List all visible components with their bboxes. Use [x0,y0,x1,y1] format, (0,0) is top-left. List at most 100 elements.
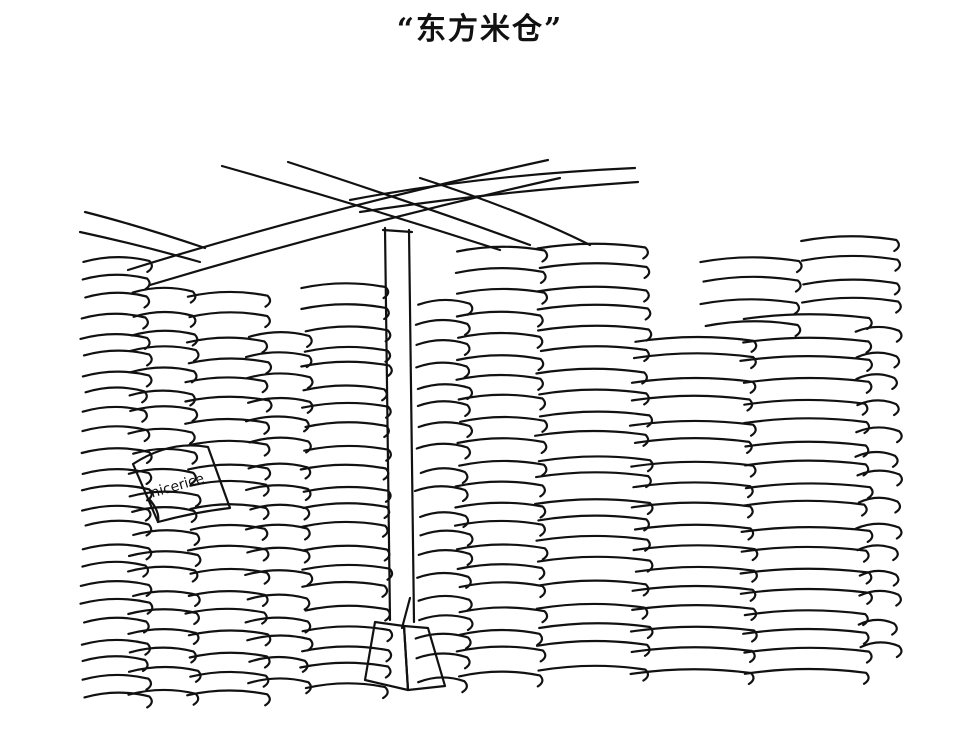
bag-outline-stroke [743,667,870,685]
bag-outline-stroke [802,278,901,296]
bag-outline-stroke [246,593,311,611]
bag-outline-stroke [81,673,153,691]
bag-outline-stroke [302,384,388,402]
bag-outline-stroke [538,388,650,406]
bag-outline-stroke [186,290,272,308]
bag-outline-stroke [129,366,198,384]
bag-outline-stroke [742,336,873,354]
bag-outline-stroke [188,311,271,329]
bag-outline-stroke [417,549,474,566]
bag-outline-stroke [304,325,392,343]
bag-outline-stroke [742,417,871,435]
bag-outline-stroke [246,634,314,652]
bag-outline-stroke [127,608,200,626]
bag-outline-stroke [534,498,654,516]
bag-outline-stroke [249,503,311,521]
bag-outline-stroke [189,479,270,497]
roof-beams [78,158,640,287]
bag-outline-stroke [300,360,393,378]
bag-outline-stroke [301,645,393,663]
bag-outline-stroke [184,395,273,413]
bag-outline-stroke [84,291,151,309]
bag-outline-stroke [859,641,903,659]
bag-outline-stroke [129,405,199,423]
bag-outline-stroke [536,303,652,321]
bag-outline-stroke [187,590,269,607]
bag-outline-stroke [704,320,802,338]
bag-outline-stroke [245,415,310,433]
bag-outline-stroke [702,275,802,293]
bag-outline-stroke [247,462,312,480]
bag-outline-stroke [629,625,758,643]
bag-outline-stroke [536,242,649,260]
bag-outline-stroke [302,544,391,562]
bag-outline-stroke [248,655,309,673]
bag-outline-stroke [300,282,390,300]
bag-outline-stroke [632,352,757,370]
bag-outline-stroke [634,565,758,583]
bag-outline-stroke [128,345,200,363]
bag-outline-stroke [630,376,757,394]
bag-outline-stroke [538,579,650,597]
bag-outline-stroke [458,581,547,599]
bag-outline-stroke [457,393,547,411]
bag-outline-stroke [455,287,549,305]
bag-outline-stroke [299,463,390,481]
bag-outline-stroke [127,665,202,683]
bag-outline-stroke [189,503,270,521]
bag-outline-stroke [458,628,544,646]
bag-outline-stroke [855,426,903,444]
rice-bag-stacks [79,235,903,709]
bag-outline-stroke [185,336,269,354]
bag-outline-stroke [82,349,153,367]
bag-outline-stroke [744,440,870,458]
bag-outline-stroke [459,415,549,433]
bag-outline-stroke [800,254,902,272]
bag-outline-stroke [130,329,199,347]
bag-outline-stroke [81,425,151,443]
bag-outline-stroke [245,372,314,390]
bag-outline-stroke [80,638,152,656]
bag-outline-stroke [81,468,153,485]
bag-outline-stroke [854,325,903,343]
bag-outline-stroke [186,439,271,457]
bag-outline-stroke [413,485,469,503]
bag-outline-stroke [855,373,898,391]
bag-outline-stroke [187,463,272,481]
bag-outline-stroke [188,651,271,669]
bag-outline-stroke [415,361,471,379]
bag-outline-stroke [739,587,873,605]
bag-outline-stroke [537,455,654,473]
bag-outline-stroke [83,616,150,634]
bag-outline-stroke [301,580,389,598]
bag-outline-stroke [81,370,153,388]
bag-outline-stroke [742,627,870,645]
bag-outline-stroke [418,614,474,632]
bag-outline-stroke [856,544,899,562]
bag-outline-stroke [630,460,757,478]
bag-outline-stroke [132,529,201,547]
bag-outline-stroke [539,345,650,363]
bag-outline-stroke [537,324,653,342]
bag-outline-stroke [304,604,391,622]
bag-outline-stroke [299,661,392,679]
bag-outline-stroke [456,563,546,581]
bag-outline-stroke [132,590,201,608]
bag-outline-stroke [301,625,394,643]
bag-outline-stroke [632,481,754,499]
bag-outline-stroke [415,652,471,670]
bag-outline-stroke [456,245,549,263]
bag-outline-stroke [184,376,269,394]
bag-outline-stroke [248,436,312,454]
bag-outline-stroke [537,664,650,682]
bag-outline-stroke [83,691,153,709]
bag-outline-stroke [536,555,654,573]
bag-outline-stroke [184,607,268,625]
bag-outline-stroke [455,645,547,663]
bag-outline-stroke [628,419,757,437]
bag-outline-stroke [127,427,196,445]
bag-outline-stroke [455,310,544,328]
bag-outline-stroke [81,504,152,522]
bag-outline-stroke [127,467,197,485]
